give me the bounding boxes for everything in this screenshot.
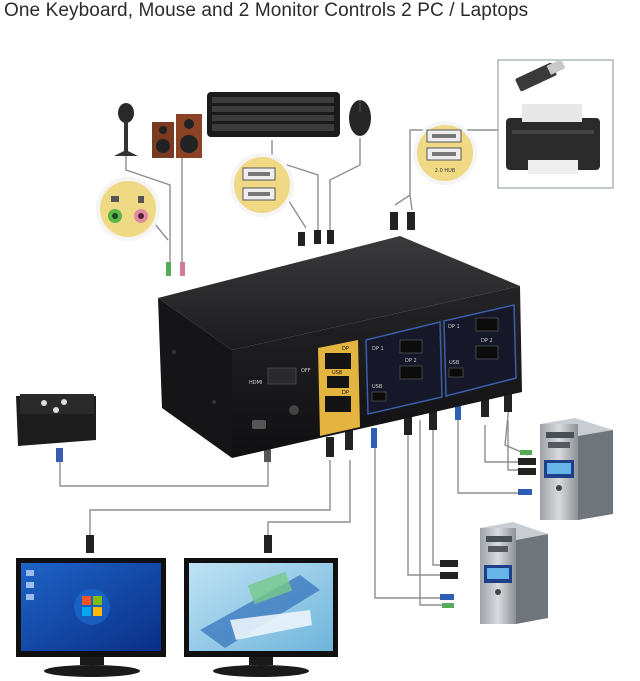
kvm-side <box>158 298 232 458</box>
kvm-switch: HDMI OFF DP USB DP DP 1 DP 2 USB <box>158 236 522 458</box>
pc2-dp2-cable <box>432 430 442 566</box>
pc-port-label-6: USB <box>449 360 460 366</box>
audio-ports-callout <box>96 177 169 241</box>
pc1-dp2-cable <box>507 420 520 471</box>
windows-logo-icon <box>74 589 110 625</box>
microphone-icon <box>114 103 138 156</box>
pc-tower-1 <box>540 418 613 520</box>
monitor1-cable <box>89 460 331 545</box>
pc1-usb-cable <box>457 420 520 494</box>
keyboard-cable <box>271 140 319 238</box>
pc-port-label-2: DP 2 <box>405 358 417 364</box>
kvm-left-label-1: HDMI <box>249 380 262 386</box>
pc-tower-2 <box>480 522 548 624</box>
pc1-dp1-cable <box>484 425 520 463</box>
keyboard-icon <box>207 92 340 137</box>
page-heading: One Keyboard, Mouse and 2 Monitor Contro… <box>4 0 529 21</box>
hub-label: 2.0 HUB <box>435 168 456 174</box>
kvm-left-label-2: OFF <box>301 368 311 374</box>
pc-port-label-5: DP 2 <box>481 338 493 344</box>
cable-connectors <box>56 212 536 608</box>
remote-switch-icon <box>16 394 96 446</box>
usb-hub-callout: 2.0 HUB <box>413 121 477 185</box>
usb-ports-callout <box>230 153 307 229</box>
pc-port-label-3: USB <box>372 384 383 390</box>
monitor2-cable <box>267 460 351 545</box>
speaker-icon <box>152 114 202 158</box>
kvm-console-ports: DP USB DP <box>318 340 360 436</box>
pc-port-label-4: DP 1 <box>448 324 460 330</box>
pc-port-label-1: DP 1 <box>372 346 384 352</box>
kvm-top <box>158 236 520 350</box>
usb-devices-box <box>497 59 614 189</box>
mouse-cable <box>329 138 361 238</box>
mic-cable <box>125 150 171 272</box>
mouse-icon <box>349 100 371 136</box>
pc2-usb-cable <box>374 445 440 599</box>
usb-flash-drive-icon <box>515 59 566 92</box>
usb-hub-cable <box>409 194 413 211</box>
monitor-1 <box>16 558 166 677</box>
pc2-dp1-cable <box>407 435 442 576</box>
pc2-audio-cable <box>419 420 445 606</box>
monitor-2 <box>184 558 338 677</box>
kvm-center-label-1: DP <box>342 346 349 352</box>
kvm-center-label-2: USB <box>332 370 343 376</box>
printer-icon <box>506 104 600 174</box>
remote-cable <box>59 448 269 487</box>
kvm-pc-ports: DP 1 DP 2 USB DP 1 DP 2 USB <box>365 304 517 415</box>
kvm-center-label-3: DP <box>342 390 349 396</box>
